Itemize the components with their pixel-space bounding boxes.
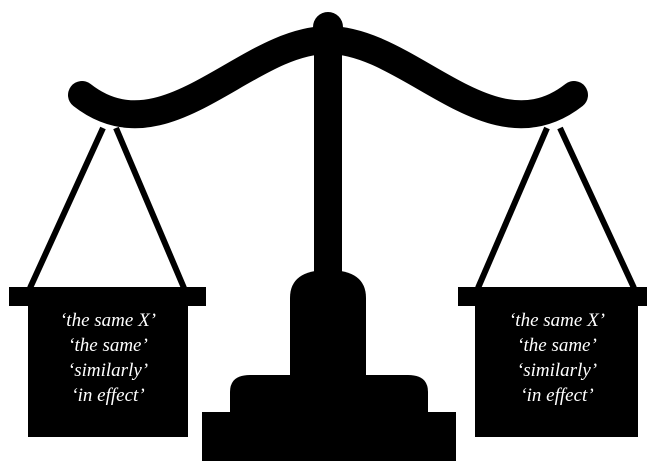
right-pan-string-outer	[560, 128, 634, 288]
right-pan-string-inner	[478, 128, 547, 288]
scale-base-dome	[290, 270, 366, 380]
scale-pillar	[314, 30, 342, 290]
scale-base-middle-tier	[230, 375, 428, 412]
left-pan-rim	[9, 287, 206, 306]
left-pan-line: ‘similarly’	[68, 360, 148, 381]
left-pan-string-outer	[30, 128, 103, 288]
left-pan-line: ‘the same’	[68, 335, 148, 356]
right-pan-rim	[458, 287, 647, 306]
right-pan-line: ‘similarly’	[517, 360, 597, 381]
right-pan-line: ‘in effect’	[520, 385, 593, 406]
scale-base-bottom	[202, 412, 456, 461]
left-pan-string-inner	[116, 128, 184, 288]
left-pan-line: ‘the same X’	[60, 310, 156, 331]
right-pan-line: ‘the same X’	[509, 310, 605, 331]
left-pan-line: ‘in effect’	[71, 385, 144, 406]
right-pan-line: ‘the same’	[517, 335, 597, 356]
